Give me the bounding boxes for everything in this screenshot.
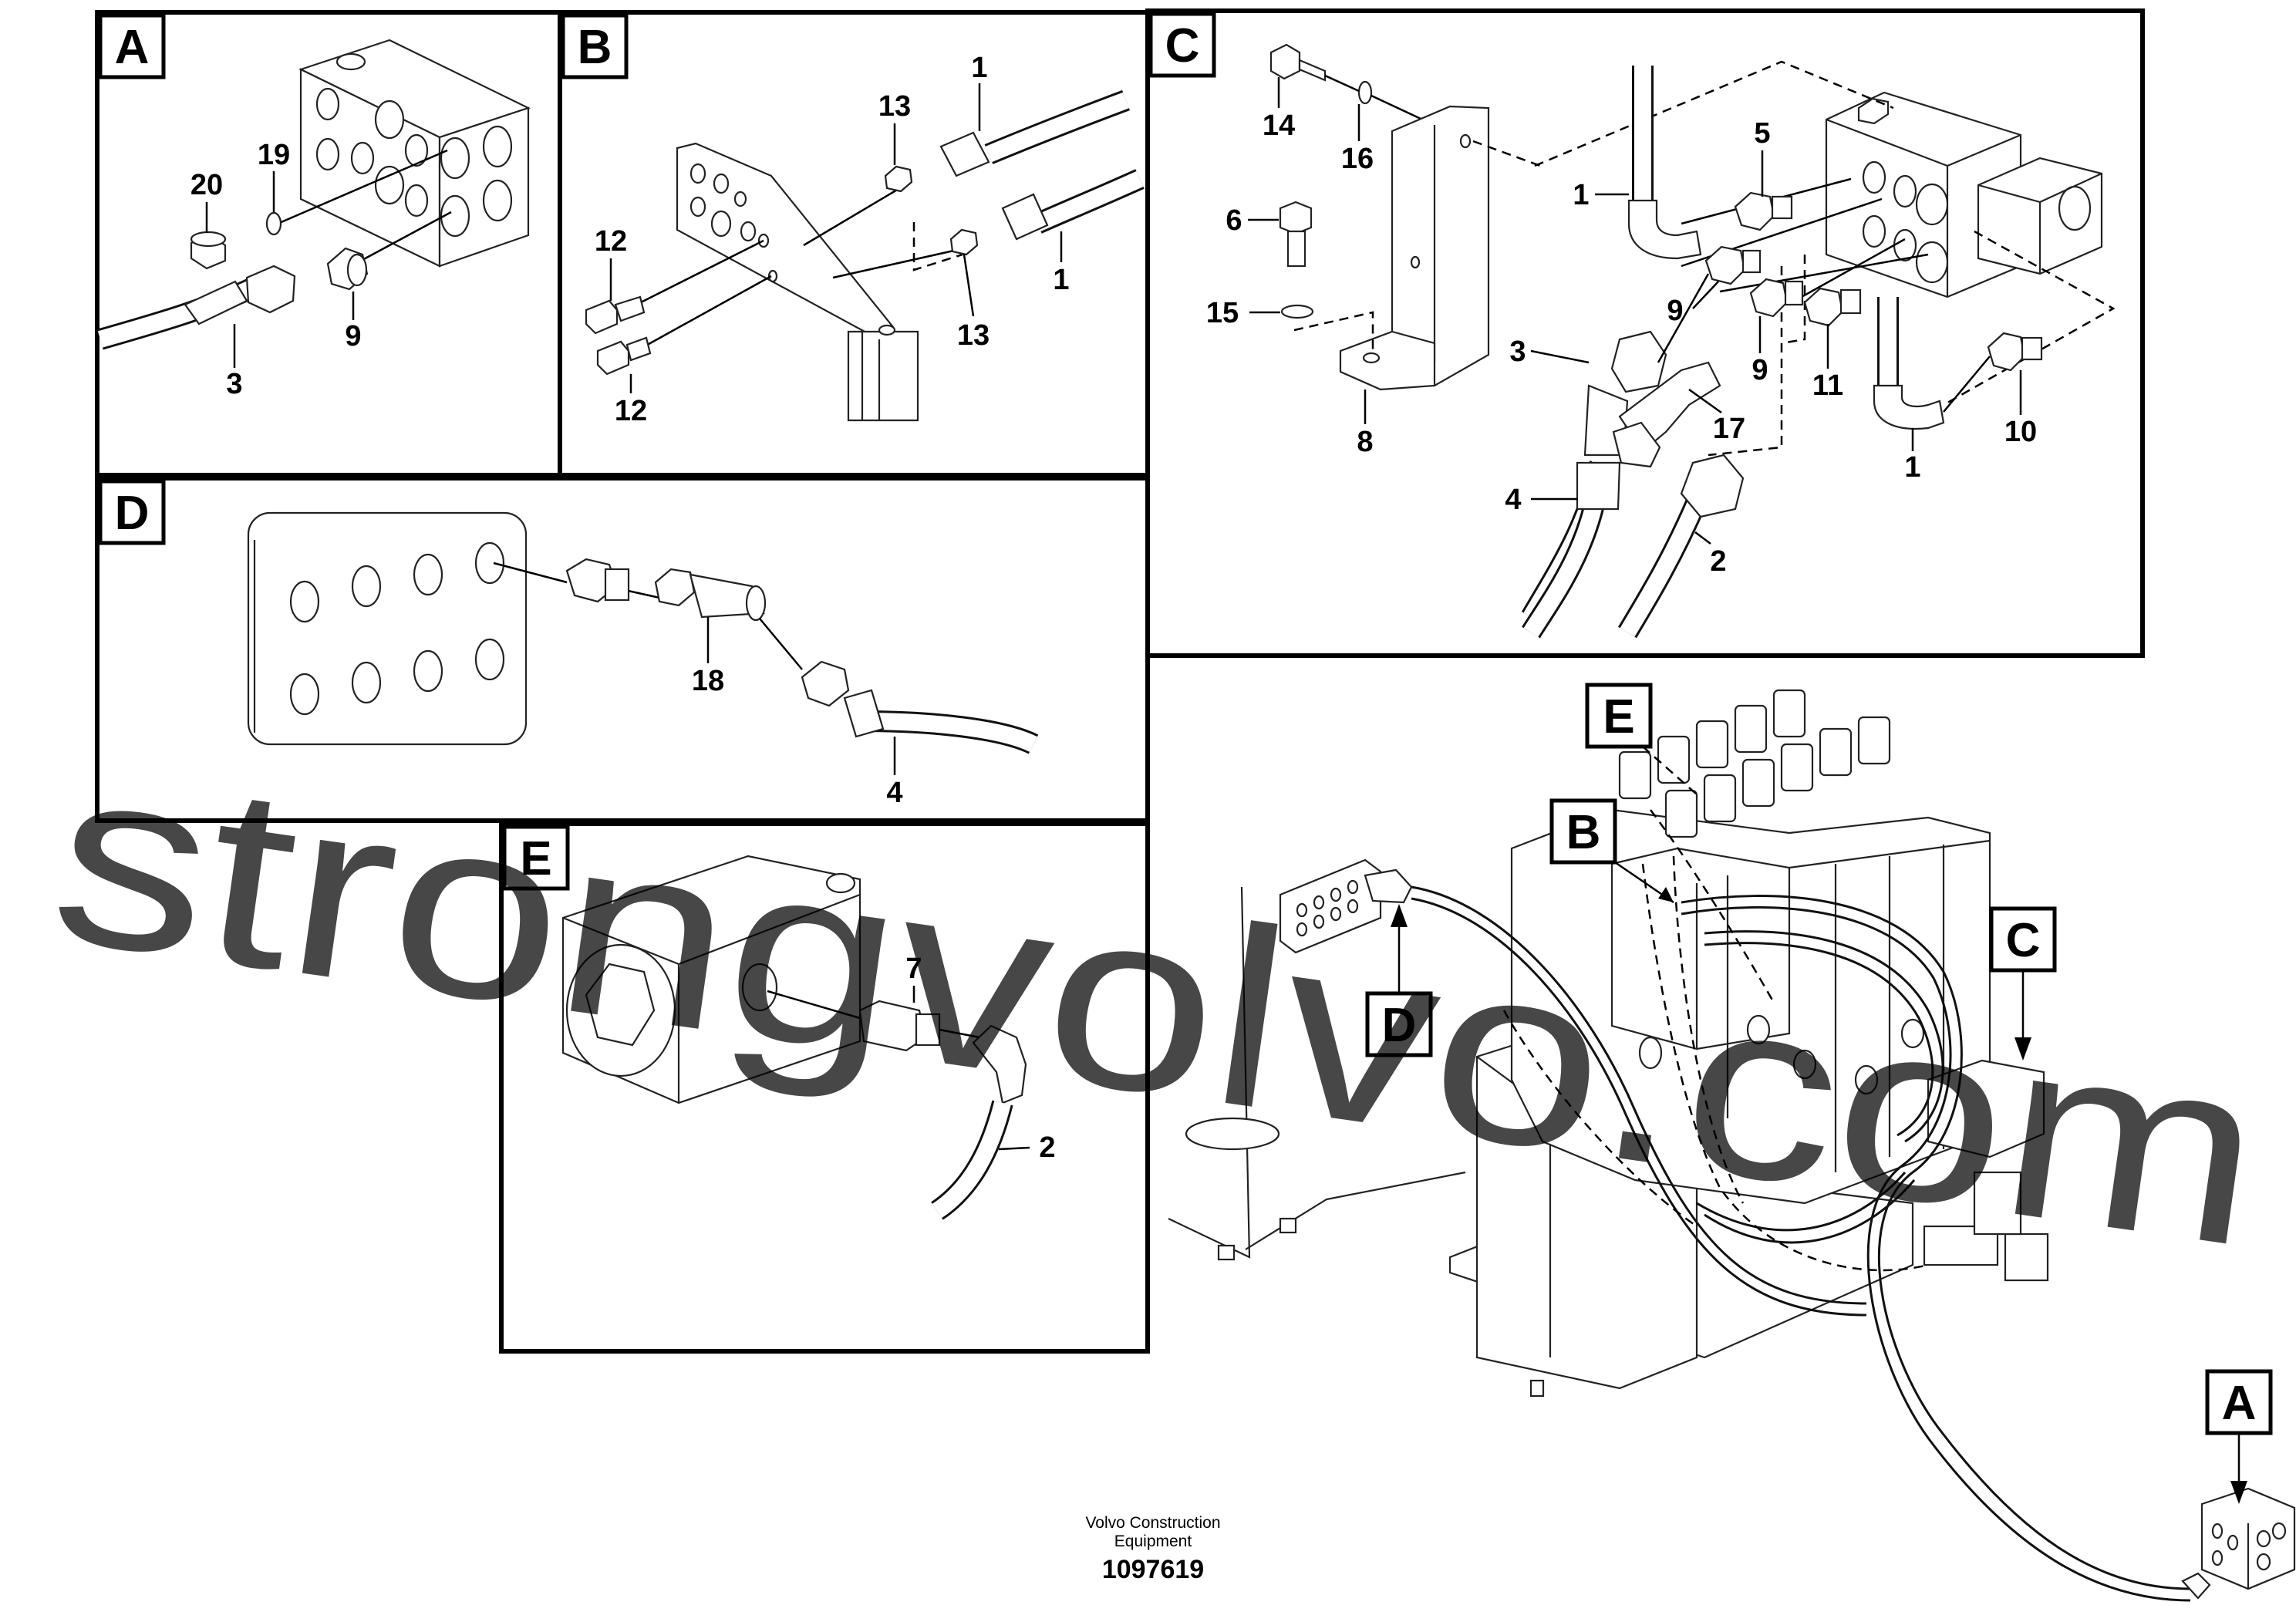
watermark: strongvolvo.com (39, 709, 2278, 1301)
adapter-11 (1803, 287, 1862, 327)
panel-a-drawing: 20 19 9 3 (97, 39, 531, 400)
callout-b-1-bottom: 1 (1053, 264, 1069, 296)
callout-c-3: 3 (1509, 336, 1526, 368)
panel-c-drawing: 14 16 6 15 8 1 5 9 9 11 3 17 4 2 1 10 (1206, 43, 2116, 639)
panel-e-frame (499, 821, 1150, 1354)
hose-1-fitting-upper (939, 131, 990, 177)
callout-c-6: 6 (1226, 204, 1242, 237)
callout-c-1-bottom: 1 (1904, 451, 1920, 484)
overview-letter-b: B (1566, 806, 1601, 859)
overview-label-a: A (2205, 1369, 2273, 1504)
callout-c-2: 2 (1710, 545, 1726, 578)
adapter-9 (326, 247, 369, 291)
callout-c-15: 15 (1206, 297, 1239, 329)
nut-13-lower (949, 228, 979, 256)
callout-c-4: 4 (1505, 484, 1521, 516)
footer-drawing-number: 1097619 (1102, 1555, 1204, 1584)
panel-b-letter: B (578, 21, 612, 74)
fitting-12-lower (596, 336, 652, 376)
hose-4-crimp-d (843, 689, 885, 738)
callout-b-13-top: 13 (878, 90, 911, 123)
panel-e-letter: E (520, 832, 551, 885)
panel-e-label: E (502, 824, 570, 891)
hose-1-elbow-upper (1627, 199, 1702, 260)
washer-16 (1357, 80, 1373, 105)
adapter-5 (1734, 191, 1793, 231)
adapter-d (565, 558, 630, 603)
overview-label-d: D (1365, 904, 1433, 1057)
hose-2-elbow-e (972, 1024, 1027, 1104)
overview-drawing: E B C D A (1168, 683, 2296, 1602)
callout-e-2: 2 (1039, 1131, 1055, 1164)
callout-c-17: 17 (1713, 413, 1745, 445)
footer-company-line2: Equipment (1114, 1533, 1192, 1550)
callout-c-14: 14 (1263, 110, 1295, 142)
callout-c-9-right: 9 (1752, 354, 1768, 386)
callout-b-12-top: 12 (595, 225, 627, 258)
callout-d-18: 18 (692, 665, 724, 697)
adapter-9-a (1704, 245, 1762, 285)
overview-label-e: E (1585, 683, 1698, 795)
panel-a-label: A (98, 13, 166, 79)
nut-13-upper (884, 165, 913, 193)
overview-label-b: B (1549, 798, 1674, 904)
check-valve-7 (858, 1000, 941, 1052)
callout-c-9-left: 9 (1667, 295, 1683, 327)
panel-d-letter: D (115, 487, 150, 540)
callout-c-5: 5 (1754, 117, 1770, 150)
panel-c-letter: C (1165, 19, 1200, 73)
callout-a-20: 20 (190, 169, 223, 201)
hose-4-fitting (1576, 461, 1621, 511)
adapter-10 (1987, 332, 2043, 372)
overview-letter-a: A (2222, 1377, 2257, 1430)
callout-b-1-top: 1 (971, 52, 987, 84)
overview-letter-c: C (2006, 914, 2041, 967)
callout-c-11: 11 (1812, 369, 1843, 402)
hose-1-fitting-lower (1001, 193, 1049, 241)
hose-1-elbow-lower (1873, 384, 1945, 430)
plug-20 (190, 231, 227, 270)
bolt-14 (1269, 43, 1327, 82)
oring-19 (265, 211, 282, 236)
callout-a-19: 19 (258, 139, 290, 171)
fitting-12-upper (585, 295, 646, 335)
panel-d-frame (95, 476, 1150, 823)
overview-label-c: C (1989, 906, 2057, 1061)
footer-company-line1: Volvo Construction (1085, 1514, 1220, 1532)
callout-b-12-bottom: 12 (615, 395, 647, 427)
panel-c-label: C (1148, 12, 1216, 78)
panel-e-drawing: 7 2 (561, 855, 1056, 1220)
panel-b-label: B (561, 13, 629, 79)
callout-c-8: 8 (1357, 426, 1373, 458)
callout-c-16: 16 (1341, 143, 1374, 175)
washer-15 (1280, 304, 1314, 319)
callout-e-7: 7 (905, 953, 922, 985)
hose-2-fitting (1680, 454, 1745, 518)
bolt-6 (1279, 201, 1313, 268)
adapter-9-b (1749, 278, 1804, 318)
overview-letter-d: D (1382, 999, 1417, 1052)
spool-caps (1618, 689, 1891, 838)
hose-fitting-3 (184, 265, 296, 325)
overview-letter-e: E (1603, 690, 1634, 744)
swivel-18 (654, 568, 767, 622)
callout-c-1-top: 1 (1573, 179, 1589, 211)
panel-c-frame (1145, 8, 2145, 658)
callout-a-3: 3 (226, 368, 242, 400)
bracket-plate (676, 142, 895, 349)
panel-d-label: D (98, 479, 166, 545)
hose-4-fitting-d (801, 660, 850, 707)
callout-a-9: 9 (345, 320, 361, 352)
footer: Volvo Construction Equipment 1097619 (1085, 1514, 1220, 1584)
panel-b-drawing: 13 1 12 12 13 1 (585, 52, 1145, 427)
callout-d-4: 4 (886, 777, 902, 809)
panel-d-drawing: 18 4 (247, 511, 1039, 809)
panel-a-letter: A (115, 21, 150, 74)
callout-c-10: 10 (2004, 416, 2037, 448)
overview-solenoid (1927, 1059, 2045, 1158)
callout-b-13-bottom: 13 (957, 319, 990, 352)
